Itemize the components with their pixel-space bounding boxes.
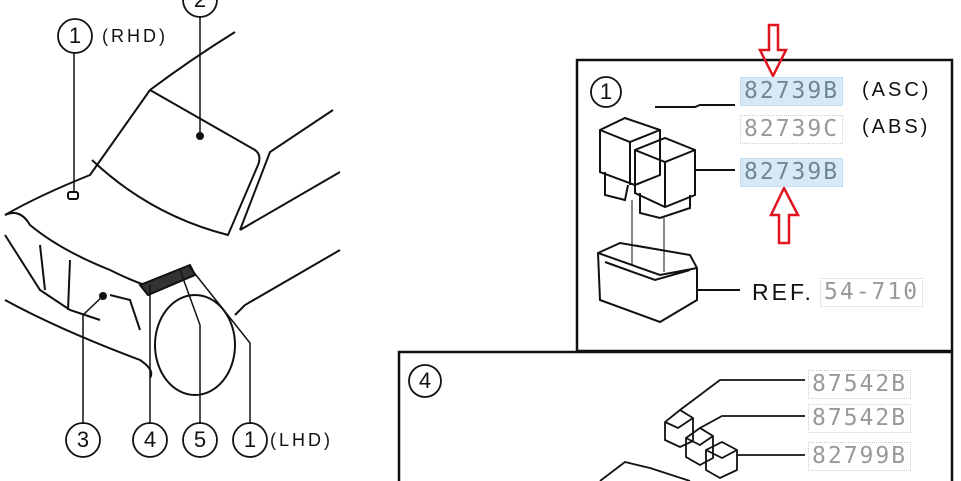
callout-5: 5 bbox=[193, 427, 207, 452]
leader-lines bbox=[73, 16, 251, 424]
part-number-link[interactable]: 82799B bbox=[808, 442, 912, 471]
detail-1-callout: 1 bbox=[599, 79, 613, 104]
part-number-link[interactable]: 82739C bbox=[740, 115, 844, 144]
part-number-link[interactable]: 87542B bbox=[808, 370, 912, 399]
callout-3: 3 bbox=[76, 427, 90, 452]
car-illustration bbox=[4, 31, 341, 396]
callout-note-rhd: (RHD) bbox=[102, 26, 168, 46]
part-note: (ABS) bbox=[862, 116, 931, 138]
ref-number-link[interactable]: 54-710 bbox=[820, 278, 924, 307]
ref-label: REF. bbox=[752, 279, 814, 305]
part-number-link[interactable]: 82739B bbox=[740, 158, 844, 187]
callout-1-lhd: 1 bbox=[243, 427, 257, 452]
relay-assembly-1 bbox=[596, 104, 740, 324]
callout-1-rhd: 1 bbox=[68, 23, 82, 48]
arrow-up-icon bbox=[769, 185, 801, 245]
part-number-link[interactable]: 87542B bbox=[808, 404, 912, 433]
detail-4-frame bbox=[397, 350, 954, 481]
detail-4-callout: 4 bbox=[418, 368, 432, 393]
callout-circles bbox=[57, 0, 622, 458]
arrow-down-icon bbox=[757, 23, 789, 79]
callout-note-lhd: (LHD) bbox=[270, 430, 333, 450]
relay-assembly-4 bbox=[599, 379, 805, 481]
part-note: (ASC) bbox=[862, 79, 932, 101]
part-number-link[interactable]: 82739B bbox=[740, 77, 844, 106]
callout-2: 2 bbox=[185, 0, 215, 11]
callout-4: 4 bbox=[143, 427, 157, 452]
